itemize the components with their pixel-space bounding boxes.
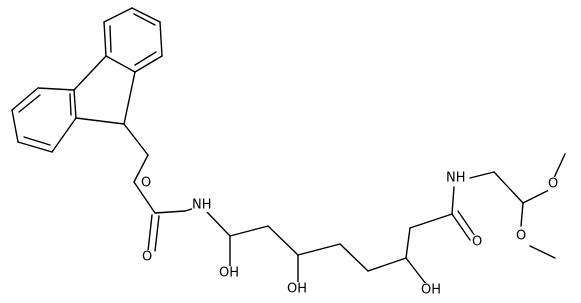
label-mask [472, 235, 484, 249]
amide-oxygen-label: O [472, 235, 482, 250]
label-mask [141, 176, 153, 190]
bond [451, 213, 471, 241]
dimethoxyethyl-group [469, 153, 566, 259]
label-mask [446, 171, 468, 185]
bond [267, 225, 299, 256]
label-mask [548, 177, 560, 191]
label-mask [516, 229, 528, 243]
bond [73, 55, 107, 91]
bond [23, 136, 51, 146]
bond [409, 213, 453, 229]
bond [123, 123, 149, 156]
bond [11, 87, 39, 111]
label-mask [142, 250, 154, 264]
methoxy-oxygen-label-top: O [548, 177, 558, 192]
carbamate-linker [123, 123, 206, 252]
bond [206, 211, 231, 237]
bond [529, 245, 556, 259]
bond [159, 21, 163, 57]
bond [109, 25, 112, 53]
bond [552, 153, 566, 181]
bond [154, 215, 160, 252]
bond [405, 257, 427, 285]
methoxy-oxygen-label-bottom: O [516, 229, 526, 244]
bond [73, 89, 77, 119]
atom-labels: O NH O OH OH OH O NH O O [141, 171, 560, 298]
label-mask [421, 283, 445, 297]
bond [493, 171, 524, 204]
bond [520, 202, 524, 227]
bond [134, 51, 157, 66]
fluorenyl-group [11, 7, 163, 153]
bond [133, 13, 156, 26]
bond [131, 7, 161, 23]
bond [103, 21, 107, 57]
bond [133, 181, 156, 214]
bond [229, 225, 269, 237]
hydroxyl-label-c3: OH [287, 282, 307, 297]
label-mask [192, 198, 214, 212]
label-mask [287, 282, 311, 296]
bond [51, 117, 77, 153]
hydroxyl-label-c1: OH [219, 266, 239, 281]
bond [103, 7, 133, 23]
bond [469, 171, 495, 179]
amide-nh-label: NH [446, 171, 466, 186]
hydroxyl-label-c5: OH [421, 283, 441, 298]
bond [405, 227, 411, 259]
carbamate-carbonyl-oxygen-label: O [142, 250, 152, 265]
ether-oxygen-label: O [141, 176, 151, 191]
main-chain [206, 186, 476, 285]
bond [11, 109, 19, 143]
bond [123, 71, 136, 125]
bond [133, 154, 149, 183]
bond [457, 210, 476, 237]
bond [134, 55, 163, 73]
bond [37, 87, 75, 91]
bond [75, 117, 125, 125]
bond [154, 210, 186, 214]
bond [367, 257, 407, 272]
bond [105, 55, 136, 73]
label-mask [219, 266, 243, 280]
bond [147, 214, 153, 252]
bond [69, 93, 72, 116]
bond [339, 243, 369, 272]
bond [18, 94, 41, 113]
bond [17, 141, 53, 153]
bond [451, 186, 455, 215]
bond [297, 243, 341, 256]
carbamate-nh-label: NH [192, 198, 212, 213]
